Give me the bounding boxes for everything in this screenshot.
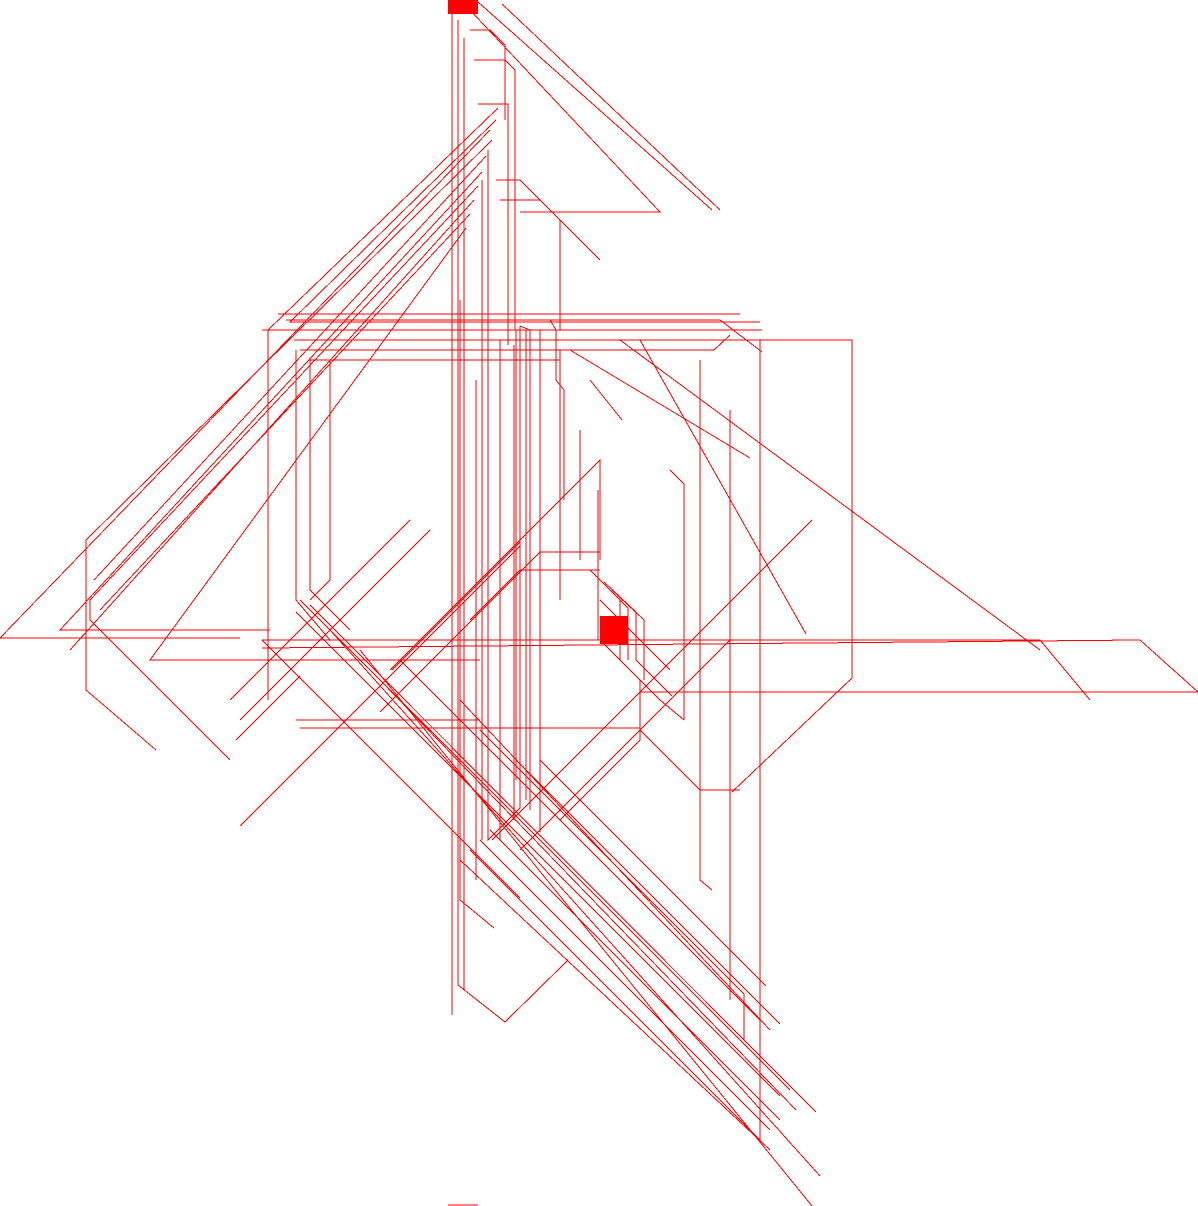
trace-line [295, 350, 331, 641]
trace-line [474, 59, 516, 330]
trace-line [286, 319, 763, 353]
trace-line [389, 458, 601, 671]
trace-line [359, 649, 813, 1206]
trace-line [501, 3, 721, 211]
trace-line [261, 639, 1198, 693]
trace-line [309, 358, 351, 631]
trace-line [599, 639, 740, 791]
trace-line [99, 213, 471, 611]
trace-line [239, 529, 431, 721]
trace-line [470, 29, 506, 120]
trace-line [93, 155, 487, 581]
trace-line [699, 360, 713, 891]
trace-line [639, 339, 807, 635]
trace-line [496, 179, 561, 330]
trace-line [288, 119, 760, 323]
trace-line [549, 319, 565, 500]
trace-line [0, 129, 491, 639]
trace-line [457, 20, 569, 1023]
trace-line [309, 604, 817, 1113]
trace-line [309, 360, 331, 601]
trace-line [515, 759, 781, 1025]
trace-line [429, 689, 761, 1021]
trace-line [479, 839, 771, 1131]
trace-line [569, 349, 751, 459]
trace-line [559, 779, 753, 973]
trace-line [239, 545, 521, 827]
trace-line [58, 171, 483, 631]
trace-line [69, 199, 475, 651]
trace-line [559, 710, 641, 821]
trace-line [478, 103, 509, 345]
trace-line [379, 679, 797, 1111]
trace-line [559, 349, 620, 600]
trace-line [669, 469, 685, 720]
pads [448, 0, 628, 644]
trace-line [489, 829, 781, 1121]
trace-line [499, 749, 745, 1040]
trace-line [519, 325, 531, 810]
top-pad [448, 0, 478, 14]
trace-line [467, 7, 662, 213]
trace-line [299, 599, 791, 1091]
trace-line [294, 339, 853, 793]
trace-line [477, 1, 713, 211]
trace-line [500, 199, 601, 261]
trace-line [491, 519, 813, 841]
trace-line [149, 227, 480, 661]
trace-line [295, 611, 781, 1097]
trace-line [89, 185, 479, 761]
trace-line [599, 599, 671, 671]
trace-line [329, 629, 821, 1177]
trace-line [589, 379, 623, 421]
trace-line [619, 339, 1041, 651]
trace-line [469, 849, 761, 1141]
trace-line [300, 334, 731, 351]
trace-line-thick [235, 711, 265, 741]
trace-line [459, 859, 771, 1151]
trace-line [459, 300, 495, 929]
trace-line [85, 139, 493, 751]
trace-line [469, 569, 600, 621]
trace-line-thick [391, 541, 521, 671]
trace-line [262, 639, 1091, 701]
trace-line [611, 589, 645, 680]
trace-line [229, 519, 411, 701]
center-pad [600, 616, 628, 644]
trace-line [261, 639, 521, 899]
trace-line [519, 638, 731, 851]
trace-line [379, 551, 600, 713]
